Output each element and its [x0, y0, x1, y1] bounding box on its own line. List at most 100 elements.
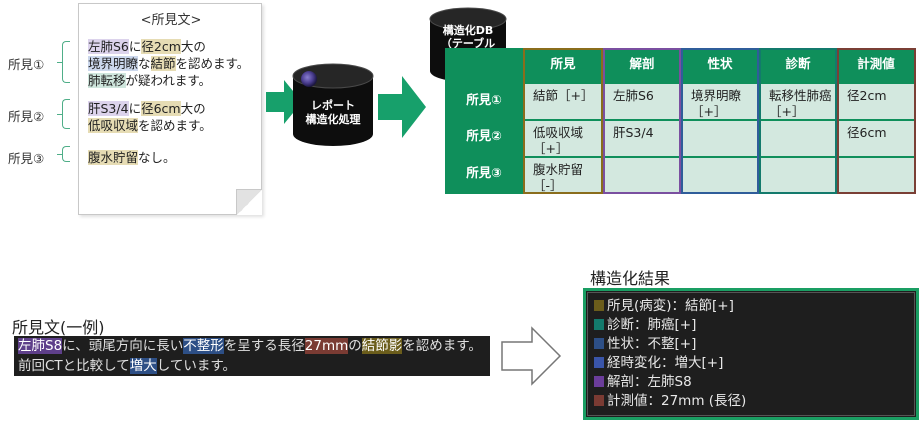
sentence-text: 大の	[180, 101, 206, 116]
highlighted-term: 径2cm	[141, 39, 181, 54]
table-header-property: 性状	[707, 56, 733, 71]
result-item-text: 性状：不整[+]	[607, 336, 697, 352]
finding-2-bracket	[57, 99, 70, 129]
sentence-text: しています。	[156, 358, 237, 374]
result-item: 解剖：左肺S8	[594, 373, 916, 392]
table-cell	[683, 121, 757, 156]
highlighted-term: 肺転移	[88, 73, 126, 88]
highlighted-term: 27mm	[304, 338, 349, 354]
color-swatch-icon	[594, 357, 604, 368]
process-cylinder	[292, 63, 374, 146]
highlighted-term: 不整形	[183, 338, 224, 354]
highlighted-term: 左肺S6	[88, 39, 129, 54]
page-fold	[236, 189, 262, 215]
finding-3-label: 所見③	[8, 151, 45, 166]
sentence-text: の	[348, 338, 362, 354]
table-cell	[839, 158, 914, 192]
sentence-text: に、頭尾方向に長い	[62, 338, 184, 354]
finding-2-line-2: 低吸収域を認めます。	[88, 117, 212, 134]
table-cell: 径6cm	[839, 121, 914, 156]
finding-1-line-1: 左肺S6に径2cm大の	[88, 38, 206, 55]
table-row-label-3: 所見③	[466, 165, 502, 180]
result-item: 所見(病変)：結節[+]	[594, 297, 916, 316]
finding-1-line-2: 境界明瞭な結節を認めます。	[88, 55, 249, 72]
table-cell	[683, 158, 757, 192]
arrow-to-db	[378, 76, 426, 138]
highlighted-term: 結節	[150, 56, 176, 71]
finding-1-label: 所見①	[8, 57, 45, 72]
sentence-text: を認めます。	[175, 56, 250, 71]
example-sentence-box: 左肺S8に、頭尾方向に長い不整形を呈する長径27mmの結節影を認めます。 前回C…	[14, 336, 490, 376]
color-swatch-icon	[594, 319, 604, 330]
result-inner-border	[587, 292, 915, 416]
sentence-text: 大の	[180, 39, 206, 54]
table-cell: 径2cm	[839, 84, 914, 119]
result-title: 構造化結果	[590, 269, 671, 288]
finding-3-line-1: 腹水貯留なし。	[88, 149, 176, 166]
table-cell: 転移性肺癌 ［+］	[761, 84, 835, 119]
table-cell	[761, 121, 835, 156]
highlighted-term: 腹水貯留	[88, 150, 139, 165]
result-item: 計測値：27mm (長径)	[594, 392, 916, 411]
sentence-text: 前回CTと比較して	[18, 358, 130, 374]
sentence-text: を呈する長径	[223, 338, 305, 354]
table-cell: 肝S3/4	[605, 121, 679, 156]
table-header-finding: 所見	[550, 56, 576, 71]
sentence-text: を認めます。	[402, 338, 482, 354]
result-item-text: 経時変化：増大[+]	[607, 355, 724, 371]
color-swatch-icon	[594, 376, 604, 387]
table-header-measurement: 計測値	[857, 56, 895, 71]
column-outline-anatomy	[603, 48, 681, 194]
sentence-text: なし。	[138, 150, 176, 165]
color-swatch-icon	[594, 338, 604, 349]
sentence-text: な	[138, 56, 151, 71]
example-title: 所見文(一例)	[12, 318, 105, 337]
color-swatch-icon	[594, 300, 604, 311]
sentence-text: が疑われます。	[125, 73, 212, 88]
highlighted-term: 左肺S8	[18, 338, 63, 354]
report-document: <所見文> 左肺S6に径2cm大の 境界明瞭な結節を認めます。 肺転移が疑われま…	[78, 3, 262, 215]
table-cell	[761, 158, 835, 192]
result-item: 診断：肺癌[+]	[594, 316, 916, 335]
orb-icon	[301, 71, 317, 87]
finding-1-line-3: 肺転移が疑われます。	[88, 72, 211, 89]
result-item: 性状：不整[+]	[594, 335, 916, 354]
column-outline-property	[681, 48, 759, 194]
finding-2-label: 所見②	[8, 109, 45, 124]
highlighted-term: 増大	[129, 358, 157, 374]
column-outline-finding	[523, 48, 603, 194]
table-cell: 左肺S6	[605, 84, 679, 119]
column-outline-measurement	[837, 48, 916, 194]
highlighted-term: 径6cm	[141, 101, 181, 116]
column-outline-diagnosis	[759, 48, 837, 194]
sentence-text: に	[128, 101, 142, 116]
table-row-label-1: 所見①	[466, 92, 502, 107]
highlighted-term: 結節影	[361, 338, 403, 354]
result-item: 経時変化：増大[+]	[594, 354, 916, 373]
result-box: 所見(病変)：結節[+] 診断：肺癌[+] 性状：不整[+] 経時変化：増大[+] 解剖…	[583, 288, 919, 420]
highlighted-term: 境界明瞭	[88, 56, 139, 71]
process-label: レポート 構造化処理	[305, 99, 361, 126]
table-header-anatomy: 解剖	[629, 56, 655, 71]
result-item-text: 診断：肺癌[+]	[607, 317, 697, 333]
table-cell: 結節［+］	[525, 84, 601, 119]
table-cell: 腹水貯留 ［-］	[525, 158, 601, 193]
finding-1-bracket	[57, 41, 70, 83]
result-item-text: 解剖：左肺S8	[607, 374, 692, 390]
result-item-text: 所見(病変)：結節[+]	[607, 298, 734, 314]
highlighted-term: 低吸収域	[88, 118, 139, 133]
table-cell: 低吸収域 ［+］	[525, 121, 601, 156]
sentence-text: を認めます。	[138, 118, 212, 133]
gray-arrow	[501, 326, 562, 386]
example-line-2: 前回CTと比較して増大しています。	[18, 356, 490, 376]
report-title: <所見文>	[140, 13, 202, 28]
finding-2-line-1: 肝S3/4に径6cm大の	[88, 100, 206, 117]
example-line-1: 左肺S8に、頭尾方向に長い不整形を呈する長径27mmの結節影を認めます。	[18, 336, 490, 356]
color-swatch-icon	[594, 395, 604, 406]
sentence-text: に	[128, 39, 142, 54]
table-header-diagnosis: 診断	[785, 56, 811, 71]
table-cell	[605, 158, 679, 192]
result-item-text: 計測値：27mm (長径)	[607, 393, 747, 409]
highlighted-term: 肝S3/4	[88, 101, 129, 116]
